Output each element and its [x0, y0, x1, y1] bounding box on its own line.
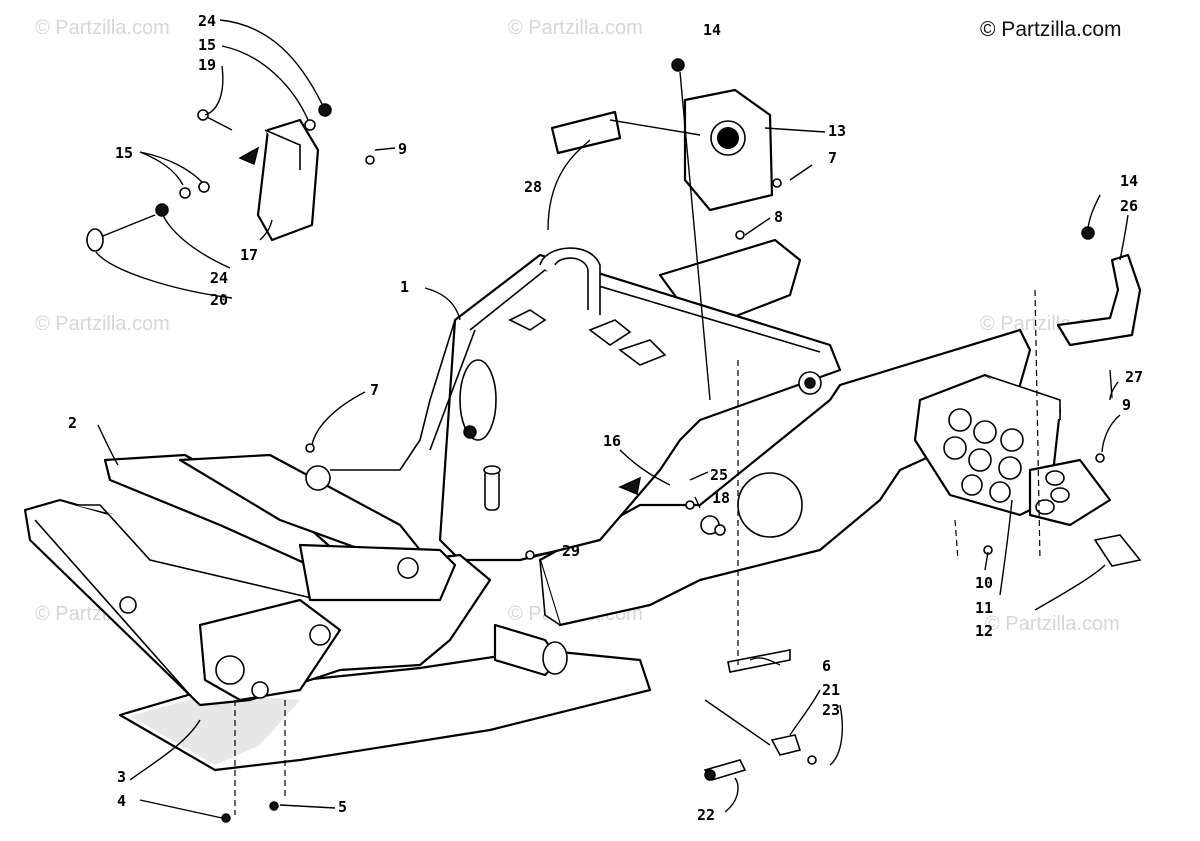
footrest-plate	[913, 373, 1112, 527]
callout-7: 7	[828, 149, 837, 167]
callout-29: 29	[562, 542, 580, 560]
callout-23: 23	[822, 701, 840, 719]
callout-9: 9	[398, 140, 407, 158]
watermark: © Partzilla.com	[985, 613, 1120, 635]
callout-16: 16	[603, 432, 621, 450]
callout-8: 8	[774, 208, 783, 226]
copyright-notice: © Partzilla.com	[980, 18, 1122, 41]
callout-20: 20	[210, 291, 228, 309]
callout-24: 24	[210, 269, 228, 287]
callout-6: 6	[822, 657, 831, 675]
watermark: © Partzilla.com	[35, 17, 170, 39]
callout-15: 15	[115, 144, 133, 162]
callout-1: 1	[400, 278, 409, 296]
plate	[550, 110, 622, 155]
callout-13: 13	[828, 122, 846, 140]
watermark: © Partzilla.com	[35, 313, 170, 335]
callout-4: 4	[117, 792, 126, 810]
callout-3: 3	[117, 768, 126, 786]
callout-17: 17	[240, 246, 258, 264]
clip-bracket	[703, 734, 802, 781]
callout-24: 24	[198, 12, 216, 30]
watermark: © Partzilla.com	[508, 17, 643, 39]
assembly-lines	[234, 289, 1041, 815]
callout-14: 14	[1120, 172, 1138, 190]
callout-5: 5	[338, 798, 347, 816]
callout-28: 28	[524, 178, 542, 196]
callout-7: 7	[370, 381, 379, 399]
callout-22: 22	[697, 806, 715, 824]
callout-18: 18	[712, 489, 730, 507]
small-plate	[1093, 534, 1142, 567]
callout-10: 10	[975, 574, 993, 592]
leader-lines	[95, 19, 1129, 819]
callout-21: 21	[822, 681, 840, 699]
callout-15: 15	[198, 36, 216, 54]
callout-26: 26	[1120, 197, 1138, 215]
bracket-plate	[256, 118, 320, 242]
callout-12: 12	[975, 622, 993, 640]
callout-27: 27	[1125, 368, 1143, 386]
callout-2: 2	[68, 414, 77, 432]
front-suspension	[23, 453, 568, 707]
callout-19: 19	[198, 56, 216, 74]
hardware	[86, 58, 1113, 823]
callout-labels: 1 2 3 4 5 6 7 7 8 9 9 10 11 12 13 14 14 …	[68, 12, 1143, 824]
callout-25: 25	[710, 466, 728, 484]
chassis	[330, 247, 842, 562]
handle	[1056, 253, 1142, 347]
strip	[727, 649, 791, 673]
callout-11: 11	[975, 599, 993, 617]
steering-bracket	[683, 88, 774, 212]
callout-14: 14	[703, 21, 721, 39]
direction-arrows	[238, 146, 642, 496]
callout-9: 9	[1122, 396, 1131, 414]
